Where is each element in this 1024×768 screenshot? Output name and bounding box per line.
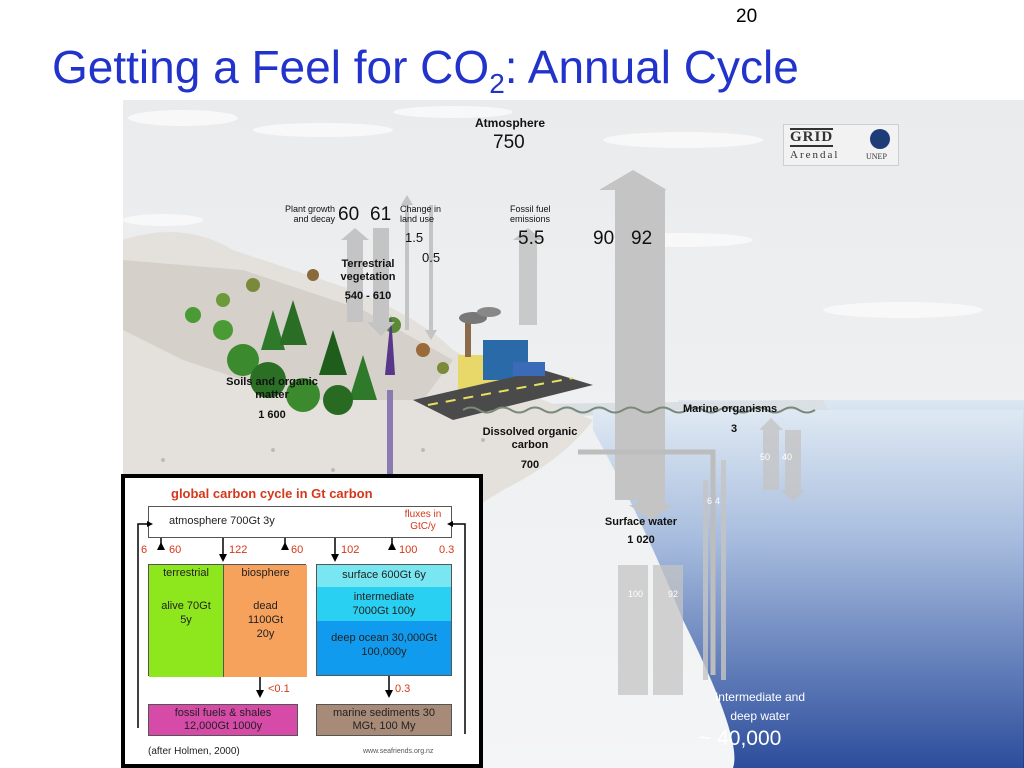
forest xyxy=(185,269,449,415)
inset-atmosphere-box: atmosphere 700Gt 3y fluxes in GtC/y xyxy=(148,506,452,538)
slide-title: Getting a Feel for CO2: Annual Cycle xyxy=(52,41,799,99)
global-carbon-cycle-inset: global carbon cycle in Gt carbon atmosph… xyxy=(121,474,483,768)
deep-flux-a: 100 xyxy=(628,589,644,599)
inset-dead-text: dead 1100Gt 20y xyxy=(247,600,284,640)
inset-deep-ocean-box: deep ocean 30,000Gt 100,000y xyxy=(317,621,451,675)
soils-label: Soils and organic matter xyxy=(226,376,318,401)
ocean-release-value: 92 xyxy=(631,228,653,249)
fossil-emissions-label: Fossil fuel emissions xyxy=(510,204,551,224)
marine-organisms-label: Marine organisms xyxy=(683,403,778,415)
marine-flux-a: 50 xyxy=(760,452,771,462)
grid-arendal-logo: GRID Arendal UNEP xyxy=(783,124,899,166)
marine-organisms-value: 3 xyxy=(731,423,738,435)
inset-credit: (after Holmen, 2000) xyxy=(148,746,240,757)
marine-surface-line xyxy=(462,406,816,414)
inset-terrestrial-box: terrestrial alive 70Gt 5y biosphere dead… xyxy=(148,564,307,677)
inset-fluxes-note: fluxes in GtC/y xyxy=(404,509,442,532)
dissolved-organic-carbon-label: Dissolved organic carbon xyxy=(482,426,578,451)
soils-value: 1 600 xyxy=(258,409,286,421)
fossil-emissions-value: 5.5 xyxy=(518,228,545,249)
deep-water-value: ~ 40,000 xyxy=(699,727,782,750)
land-use-return-value: 0.5 xyxy=(422,250,441,265)
logo-arendal-text: Arendal xyxy=(790,149,840,161)
inset-flux-60-a: 60 xyxy=(169,544,182,556)
inset-flux-6: 6 xyxy=(141,544,148,556)
road xyxy=(413,370,593,420)
plant-down-arrow xyxy=(367,322,395,336)
inset-surface-box: surface 600Gt 6y xyxy=(317,565,451,587)
plant-growth-label: Plant growth and decay xyxy=(284,204,335,224)
inset-alive-box: terrestrial alive 70Gt 5y xyxy=(149,565,223,677)
inset-title: global carbon cycle in Gt carbon xyxy=(171,486,373,501)
land-use-label: Change in land use xyxy=(400,204,442,224)
inset-flux-100: 100 xyxy=(399,544,418,556)
plant-in-value: 60 xyxy=(338,204,360,225)
un-emblem-icon xyxy=(870,129,890,149)
terrestrial-vegetation-label: Terrestrial vegetation xyxy=(340,258,396,283)
ocean-down-arrow xyxy=(629,505,673,520)
inset-flux-03-b: 0.3 xyxy=(395,683,411,695)
inset-website: www.seafriends.org.nz xyxy=(363,748,434,755)
inset-flux-03-a: 0.3 xyxy=(439,544,455,556)
inset-atmosphere-text: atmosphere 700Gt 3y xyxy=(169,515,275,527)
plant-up-arrow xyxy=(341,228,369,252)
inset-alive-text: alive 70Gt 5y xyxy=(161,600,211,626)
atmosphere-value: 750 xyxy=(493,132,525,153)
inset-ocean-box: surface 600Gt 6y intermediate 7000Gt 100… xyxy=(316,564,452,676)
dissolved-organic-carbon-value: 700 xyxy=(520,459,540,471)
terrestrial-vegetation-value: 540 - 610 xyxy=(344,290,392,302)
small-flux-b: 4 xyxy=(715,496,721,506)
land-use-value: 1.5 xyxy=(405,230,424,245)
truck xyxy=(513,362,545,376)
deep-flux-b: 92 xyxy=(668,589,679,599)
logo-unep-text: UNEP xyxy=(866,152,887,161)
sea-water xyxy=(593,410,1023,768)
inset-flux-01: <0.1 xyxy=(268,683,290,695)
ocean-uptake-value: 90 xyxy=(593,228,615,249)
inset-flux-60-b: 60 xyxy=(291,544,304,556)
atmosphere-label: Atmosphere xyxy=(475,116,546,130)
surface-water-label: Surface water xyxy=(604,516,678,528)
oil-rig xyxy=(385,315,395,375)
inset-dead-box: biosphere dead 1100Gt 20y xyxy=(223,565,307,677)
logo-grid-text: GRID xyxy=(790,128,834,147)
inset-intermediate-box: intermediate 7000Gt 100y xyxy=(317,587,451,621)
inset-arrows xyxy=(137,521,466,734)
plant-out-value: 61 xyxy=(370,204,392,225)
inset-flux-102: 102 xyxy=(341,544,360,556)
slide-number: 20 xyxy=(736,6,758,27)
inset-biosphere-label: biosphere xyxy=(241,567,290,579)
small-flux-a: 6 xyxy=(707,496,713,506)
marine-flux-b: 40 xyxy=(782,452,793,462)
flux-arrows xyxy=(341,170,805,695)
inset-flux-122: 122 xyxy=(229,544,248,556)
inset-fossil-fuels-box: fossil fuels & shales 12,000Gt 1000y xyxy=(148,704,298,736)
inset-marine-sediments-box: marine sediments 30 MGt, 100 My xyxy=(316,704,452,736)
surface-water-value: 1 020 xyxy=(627,534,655,546)
deep-water-label: Intermediate and deep water xyxy=(714,690,806,723)
inset-terrestrial-label: terrestrial xyxy=(163,567,209,579)
